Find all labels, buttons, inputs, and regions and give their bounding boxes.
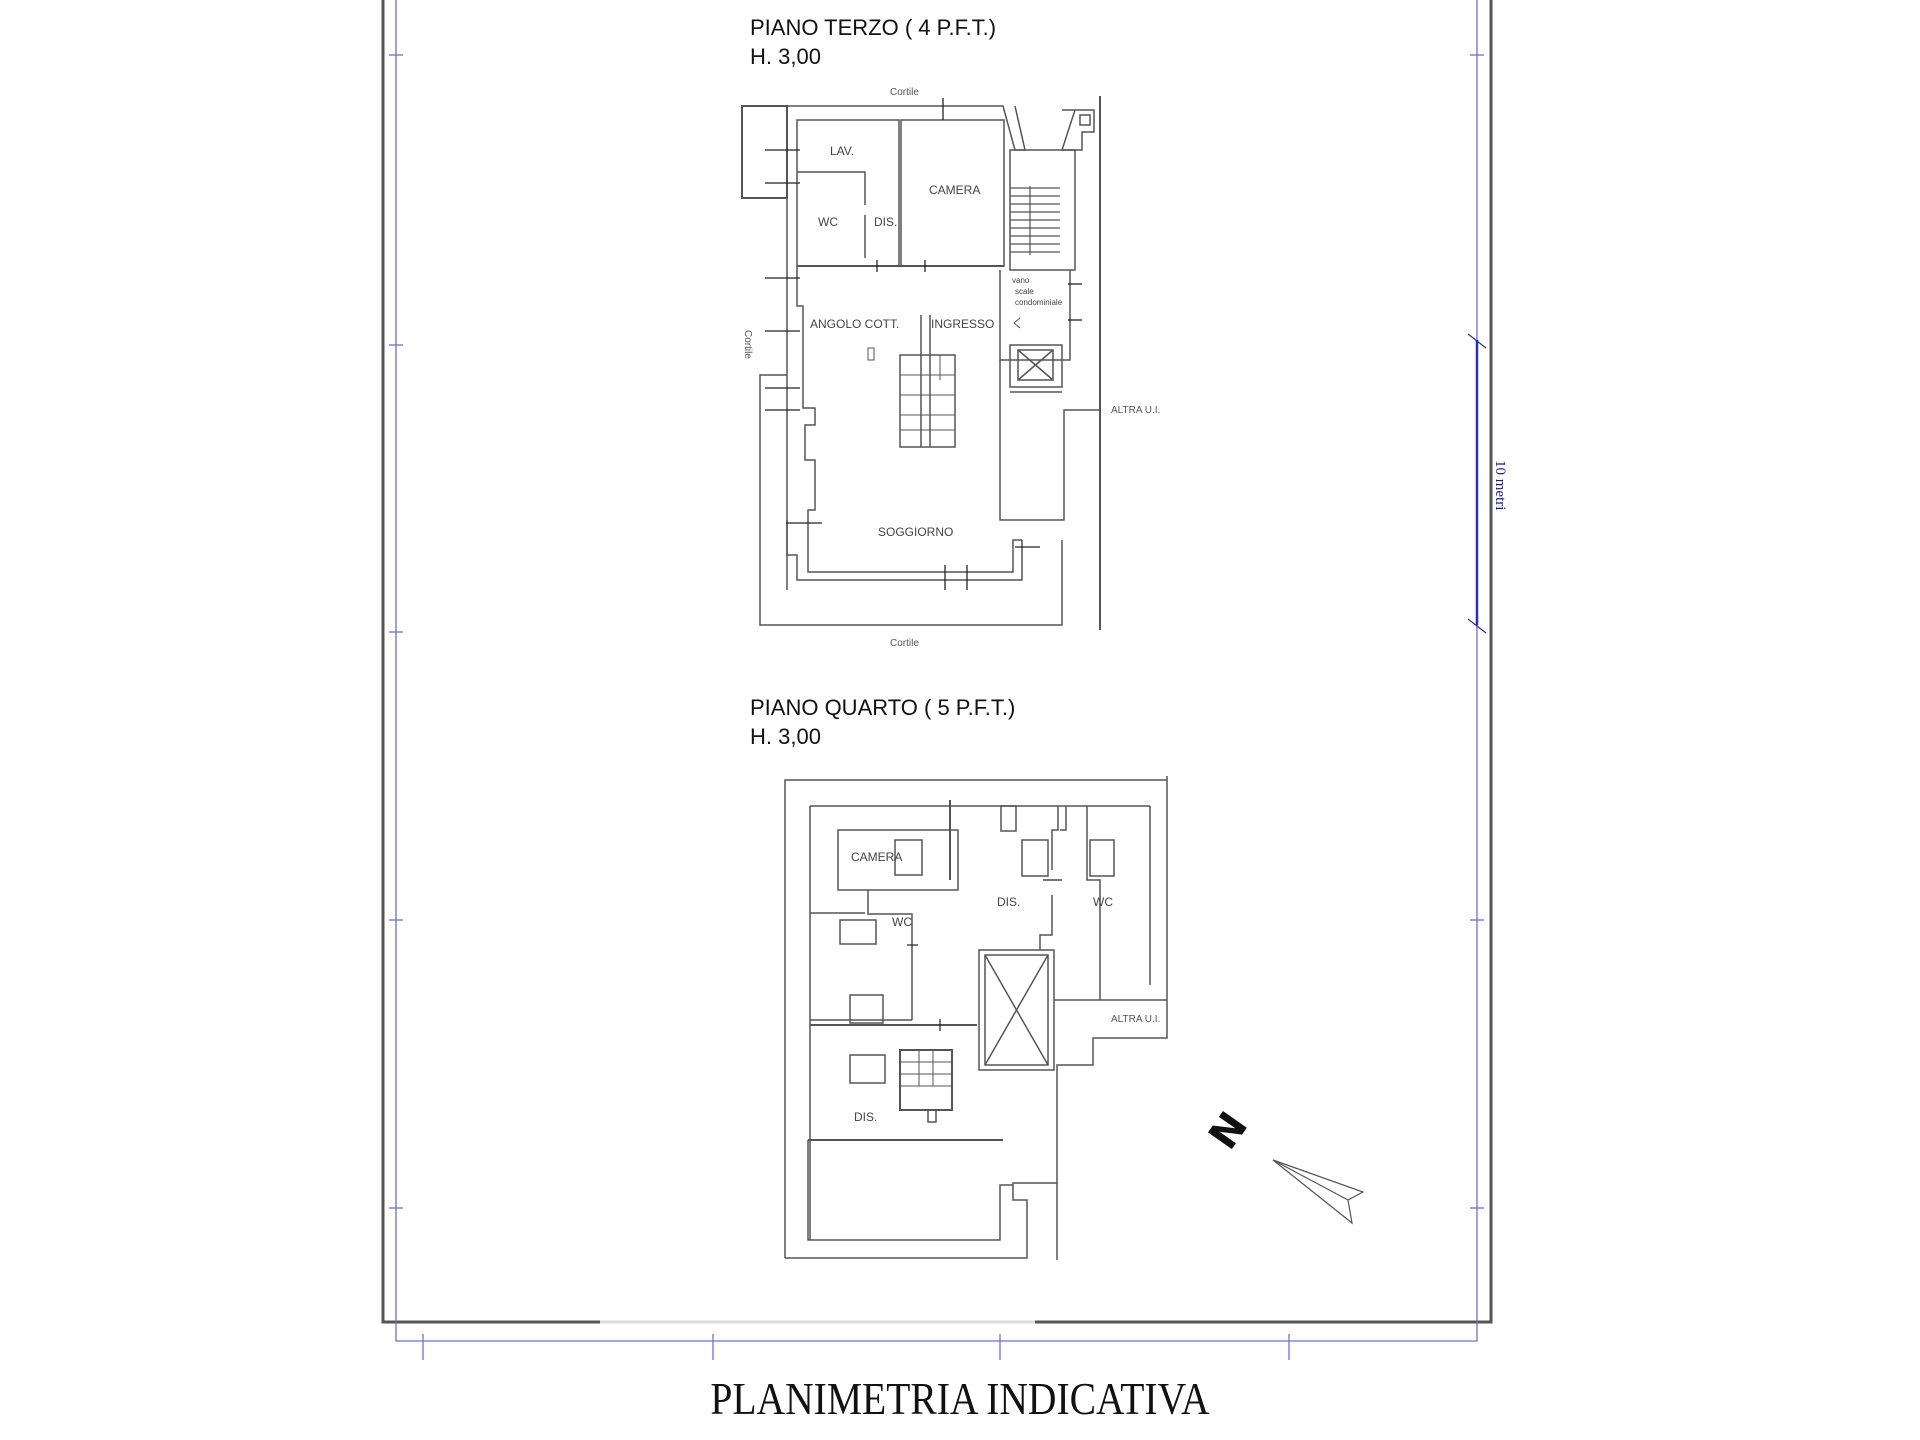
scale-bar-label: 10 metri — [1492, 460, 1508, 511]
label-cortile-bottom: Cortile — [890, 638, 919, 649]
vano-line-3: condominiale — [1015, 298, 1063, 307]
floor-plan-piano-quarto — [784, 776, 1168, 1260]
room-wc-right: WC — [1093, 895, 1113, 909]
room-angolo-cottura: ANGOLO COTT. — [810, 317, 900, 331]
drawing-frame — [381, 0, 1493, 1360]
room-camera: CAMERA — [851, 850, 903, 864]
room-dis: DIS. — [874, 215, 898, 229]
floor-name: PIANO QUARTO ( 5 P.F.T.) — [750, 695, 1016, 720]
room-camera: CAMERA — [929, 183, 981, 197]
room-dis-bottom: DIS. — [854, 1110, 878, 1124]
room-wc: WC — [818, 215, 838, 229]
floor-height: H. 3,00 — [750, 724, 821, 749]
north-arrow-icon — [1272, 1159, 1365, 1225]
label-cortile-top: Cortile — [890, 87, 919, 98]
room-wc-left: WC — [892, 915, 912, 929]
main-title: PLANIMETRIA INDICATIVA — [710, 1373, 1210, 1424]
floor-title-piano-terzo: PIANO TERZO ( 4 P.F.T.) H. 3,00 — [750, 13, 996, 71]
vano-line-2: scale — [1015, 287, 1034, 296]
room-soggiorno: SOGGIORNO — [878, 525, 954, 539]
floor-height: H. 3,00 — [750, 44, 821, 69]
room-vano-scale: vano scale condominiale — [1012, 275, 1062, 308]
label-altra-ui: ALTRA U.I. — [1111, 1014, 1161, 1025]
floor-name: PIANO TERZO ( 4 P.F.T.) — [750, 15, 997, 40]
floor-plan-piano-terzo — [741, 96, 1101, 630]
room-ingresso: INGRESSO — [931, 317, 995, 331]
label-altra-ui: ALTRA U.I. — [1111, 405, 1161, 416]
label-cortile-left: Cortile — [742, 330, 753, 359]
room-dis-center: DIS. — [997, 895, 1021, 909]
floor-title-piano-quarto: PIANO QUARTO ( 5 P.F.T.) H. 3,00 — [750, 693, 1015, 751]
room-lav: LAV. — [830, 144, 855, 158]
scale-bar — [1467, 333, 1487, 634]
vano-line-1: vano — [1012, 276, 1030, 285]
